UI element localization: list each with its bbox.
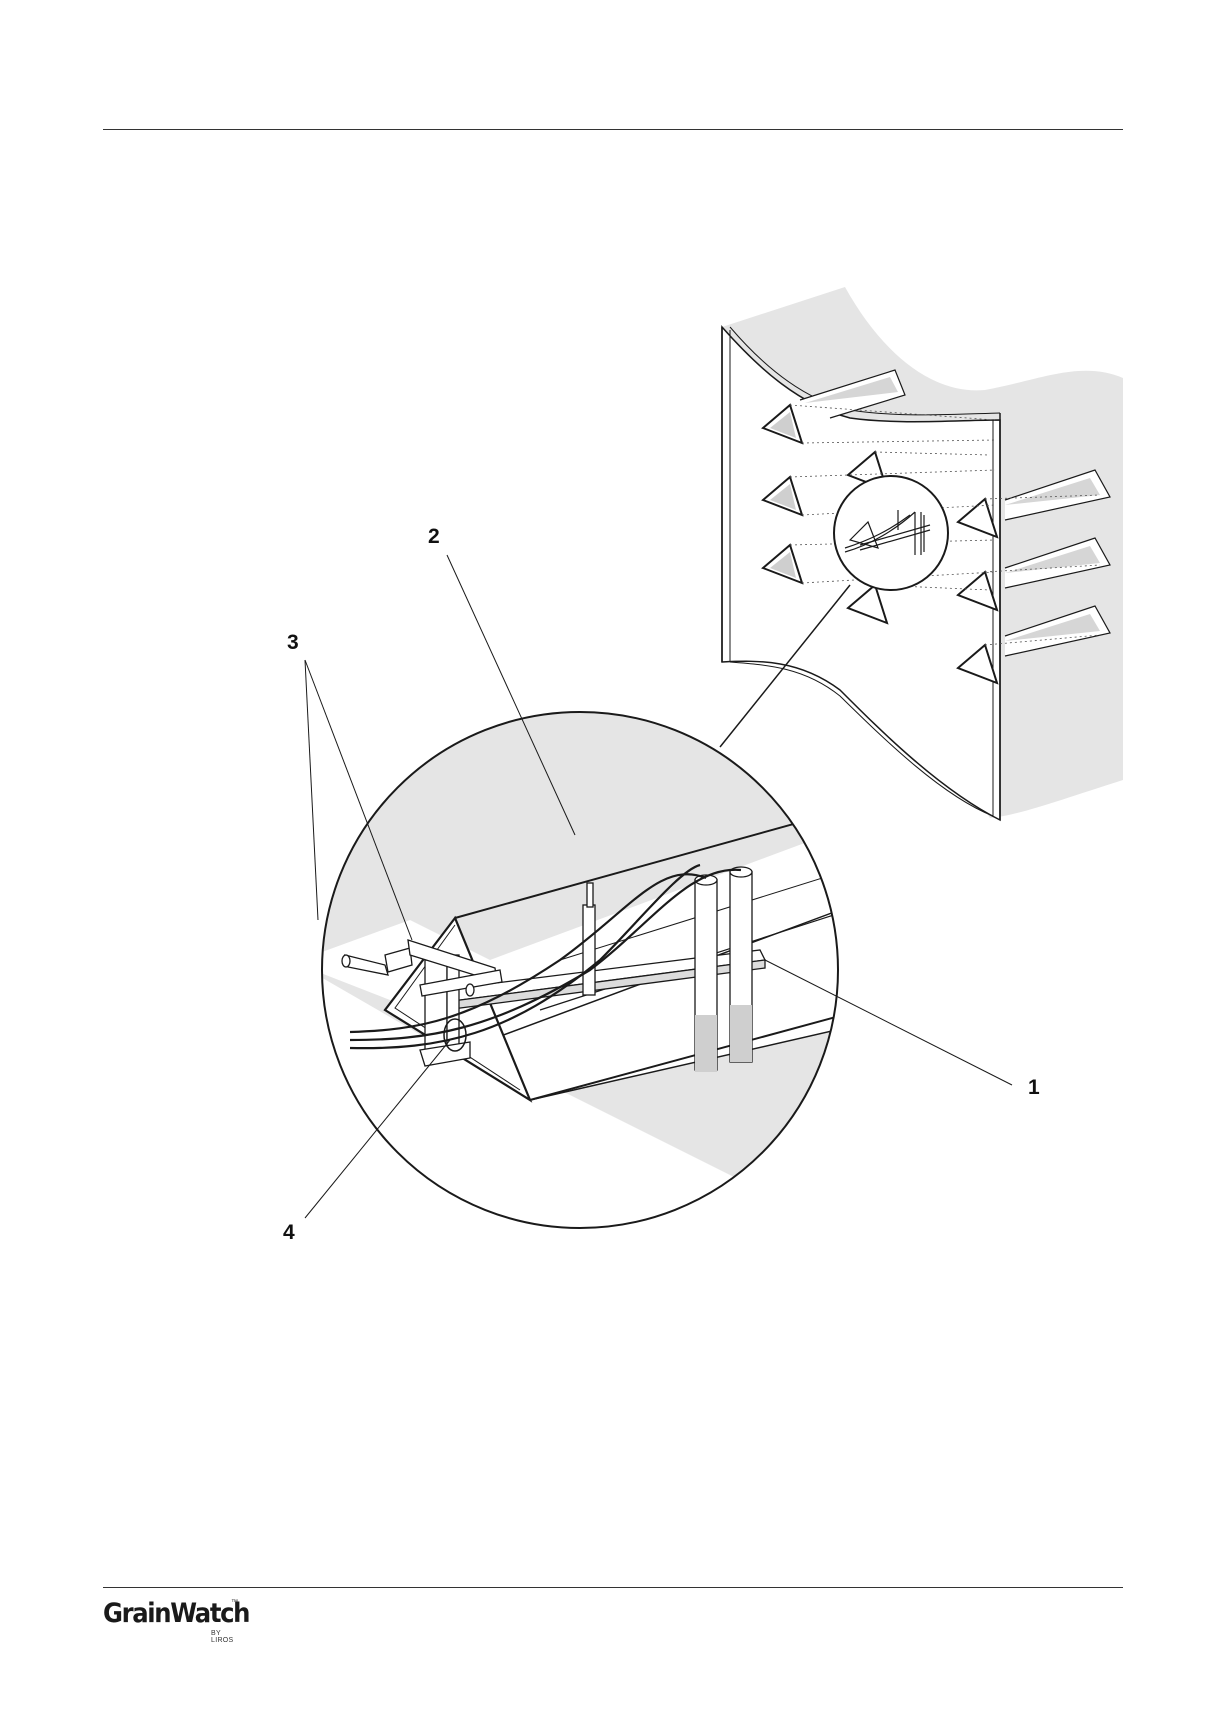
small-detail-circle [834, 476, 948, 590]
logo-trademark: ™ [231, 1599, 238, 1606]
callout-2: 2 [428, 526, 440, 547]
callout-1: 1 [1028, 1077, 1040, 1098]
logo-wordmark: GrainWatch [103, 1598, 249, 1629]
callout-4: 4 [283, 1222, 295, 1243]
logo-subtitle: BY LIROS [211, 1630, 243, 1644]
magnified-detail-circle [300, 700, 880, 1228]
silo-wall-section [720, 287, 1123, 820]
grainwatch-logo: GrainWatch ™ BY LIROS [103, 1598, 243, 1642]
footer-rule [103, 1587, 1123, 1588]
callout-3: 3 [287, 632, 299, 653]
